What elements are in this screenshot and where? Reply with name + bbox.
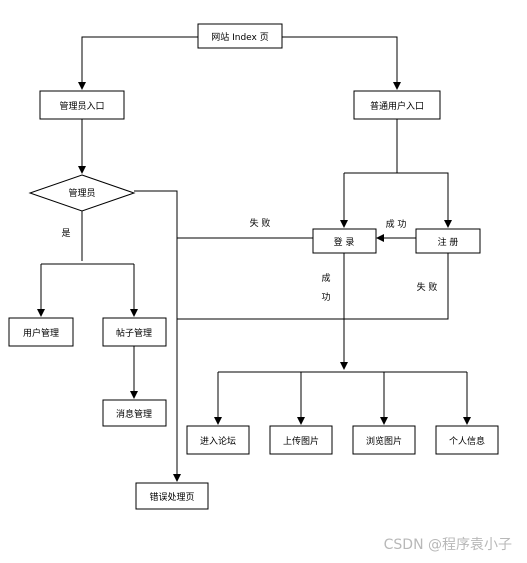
edge-label-fail-right: 失 败	[417, 281, 438, 293]
node-user-management: 用户管理	[8, 317, 74, 347]
node-post-management-label: 帖子管理	[116, 327, 152, 339]
edge-user-to-register	[397, 172, 452, 228]
node-admin-entry-label: 管理员入口	[59, 100, 104, 112]
node-upload-image-label: 上传图片	[283, 435, 319, 447]
edge-user-split	[344, 119, 398, 174]
edge-label-fail-left: 失 败	[250, 217, 271, 229]
edge-label-success-vertical-2: 功	[321, 292, 330, 303]
node-user-entry-label: 普通用户入口	[370, 100, 424, 112]
node-error-page: 错误处理页	[135, 482, 209, 510]
edge-label-success-vertical-1: 成	[321, 272, 330, 284]
node-register-label: 注 册	[438, 236, 459, 248]
node-browse-images: 浏览图片	[352, 425, 416, 455]
node-website-index-label: 网站 Index 页	[211, 31, 269, 43]
node-enter-forum-label: 进入论坛	[200, 435, 236, 447]
node-post-management: 帖子管理	[102, 317, 167, 347]
node-upload-image: 上传图片	[269, 425, 333, 455]
node-personal-info: 个人信息	[435, 425, 499, 455]
node-personal-info-label: 个人信息	[449, 435, 485, 447]
node-user-entry: 普通用户入口	[353, 90, 441, 120]
edge-label-yes: 是	[61, 228, 70, 239]
node-message-management: 消息管理	[102, 399, 167, 427]
node-register: 注 册	[415, 228, 481, 254]
node-admin-check: 管理员	[28, 174, 136, 212]
node-login: 登 录	[312, 228, 377, 254]
node-error-page-label: 错误处理页	[149, 491, 194, 503]
edge-index-to-user	[282, 36, 401, 90]
node-login-label: 登 录	[334, 237, 355, 248]
edge-label-success-top: 成 功	[386, 218, 407, 230]
node-browse-images-label: 浏览图片	[366, 435, 402, 447]
edge-register-fail	[177, 253, 449, 320]
node-enter-forum: 进入论坛	[186, 425, 250, 455]
node-admin-check-label: 管理员	[68, 187, 95, 199]
edge-check-to-error	[134, 190, 181, 482]
connectors	[37, 36, 471, 482]
node-admin-entry: 管理员入口	[39, 90, 125, 120]
edge-index-to-admin	[78, 36, 198, 90]
watermark-text: CSDN @程序袁小子	[384, 537, 512, 553]
node-message-management-label: 消息管理	[116, 408, 152, 420]
node-website-index: 网站 Index 页	[197, 23, 283, 49]
node-user-management-label: 用户管理	[23, 327, 59, 339]
